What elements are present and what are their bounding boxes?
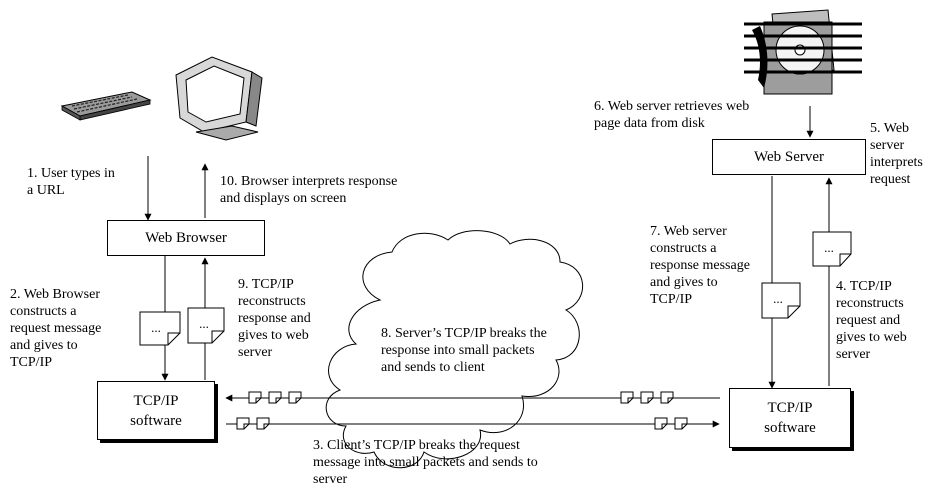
step-6-label: 6. Web server retrieves web page data fr… [594,99,750,131]
step-8-label: 8. Server’s TCP/IP breaks the response i… [381,326,547,375]
step-1-label: 1. User types in a URL [27,166,115,198]
disk-icon [744,9,862,95]
step-9-label: 9. TCP/IP reconstructs response and give… [238,277,311,360]
doc-label: ... [773,291,783,306]
document-icon [139,231,852,346]
step-10-label: 10. Browser interprets response and disp… [220,174,398,206]
step-5-label: 5. Web server interprets request [870,121,923,187]
cloud-icon [325,230,583,469]
client-tcpip-box: TCP/IP software [97,381,215,440]
doc-label: ... [824,240,834,255]
step-2-label: 2. Web Browser constructs a request mess… [10,287,102,370]
server-tcpip-box: TCP/IP software [729,388,851,448]
keyboard-icon [60,91,152,121]
step-7-label: 7. Web server constructs a response mess… [650,224,750,307]
doc-label: ... [199,316,209,331]
monitor-icon [175,56,263,141]
web-browser-box: Web Browser [107,220,265,256]
doc-label: ... [151,320,161,335]
step-3-label: 3. Client’s TCP/IP breaks the request me… [313,438,538,487]
web-server-box: Web Server [712,139,866,175]
step-4-label: 4. TCP/IP reconstructs request and gives… [836,279,907,362]
